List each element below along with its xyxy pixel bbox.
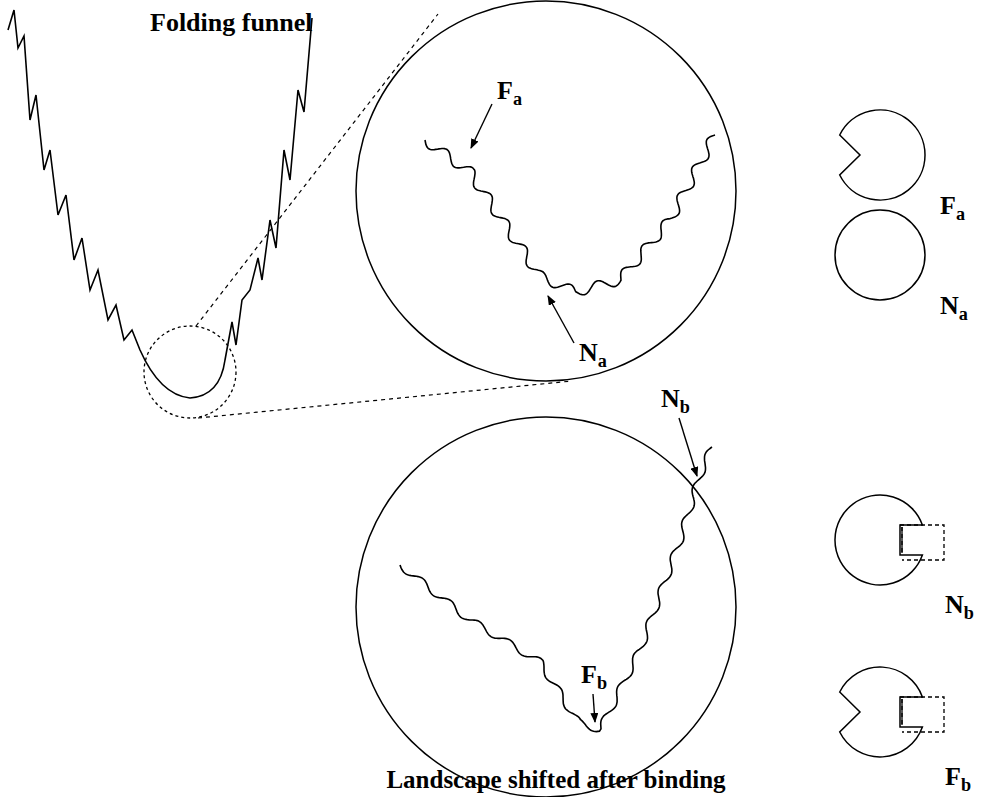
state-label: Na (940, 293, 968, 319)
state-label: Fb (945, 764, 971, 790)
protein-shape-outline (830, 205, 930, 305)
zoom-circle-outline (355, 416, 737, 797)
zoom-circle: NbFb (355, 416, 737, 797)
landscape-curve (425, 135, 715, 295)
zoom-line (198, 381, 572, 418)
protein-shape: Na (830, 205, 930, 305)
figure-caption: Landscape shifted after binding (386, 767, 725, 792)
leader-arrow (471, 104, 492, 148)
state-label: Nb (945, 592, 974, 618)
state-label: Fb (581, 662, 607, 688)
state-label: Na (579, 340, 607, 366)
zoom-region (144, 326, 236, 418)
protein-shape: Fa (830, 105, 930, 205)
protein-shape-outline (830, 105, 930, 205)
protein-ligand-shape-outline (830, 662, 930, 762)
zoom-circle-outline (355, 0, 737, 382)
leader-arrow (548, 296, 574, 343)
funnel-curve (8, 10, 312, 398)
protein-ligand-shape: Nb (830, 490, 930, 590)
state-label: Fa (940, 193, 965, 219)
leader-arrow (679, 418, 697, 476)
protein-ligand-shape: Fb (830, 662, 930, 762)
protein-ligand-shape-outline (830, 490, 930, 590)
landscape-curve (400, 447, 712, 732)
figure-label: Folding funnel (150, 10, 313, 36)
leader-arrow (593, 694, 595, 722)
zoom-line (196, 14, 438, 326)
zoom-circle: FaNa (355, 0, 737, 382)
state-label: Nb (661, 386, 690, 412)
state-label: Fa (497, 78, 522, 104)
